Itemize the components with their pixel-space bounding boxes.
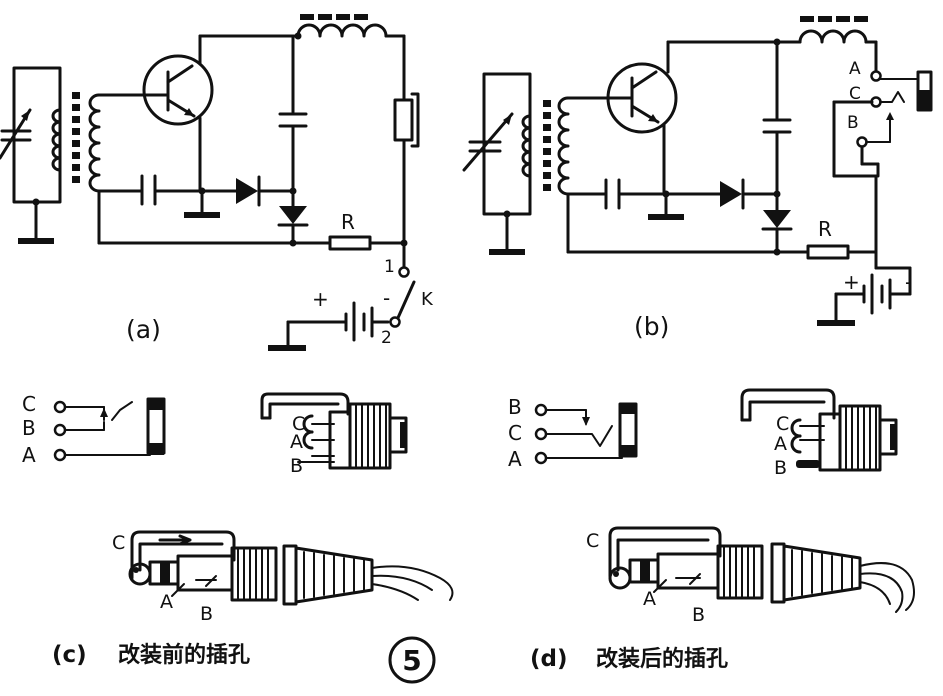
label-a: (a) bbox=[126, 315, 161, 344]
label-c-jack1: C bbox=[22, 392, 36, 416]
secondary-coil-b bbox=[557, 96, 570, 196]
ground-symbol-a1 bbox=[18, 238, 54, 244]
label-b: (b) bbox=[634, 312, 669, 341]
label-a-term-b: A bbox=[849, 59, 861, 79]
label-c-term-b: C bbox=[849, 84, 861, 104]
label-b-draw1: B bbox=[290, 455, 303, 477]
caption-d-tag: (d) bbox=[530, 646, 568, 672]
transistor-b bbox=[606, 62, 678, 134]
secondary-coil-a bbox=[88, 93, 101, 193]
ground-symbol-b1 bbox=[489, 249, 525, 255]
switch-k bbox=[395, 280, 416, 322]
label-a-draw1: A bbox=[290, 431, 303, 453]
figure-number-circle bbox=[388, 636, 436, 684]
ground-symbol-a3 bbox=[268, 345, 306, 351]
label-a-plug2: A bbox=[643, 588, 656, 610]
label-k: K bbox=[421, 289, 434, 310]
jack-drawing-after bbox=[740, 388, 898, 472]
circuit-b bbox=[462, 16, 933, 326]
plug-threads-after bbox=[716, 544, 764, 600]
label-2: 2 bbox=[381, 328, 392, 348]
plug-assembly-after bbox=[608, 526, 915, 613]
label-a-plug1: A bbox=[160, 591, 173, 613]
diode-b1 bbox=[720, 181, 742, 207]
jack-threads-before bbox=[348, 402, 392, 470]
tank-loop-a bbox=[12, 66, 62, 204]
caption-d-text: 改装后的插孔 bbox=[596, 646, 728, 672]
ground-symbol-a2 bbox=[184, 212, 220, 218]
label-c-plug1: C bbox=[112, 532, 125, 554]
diode-a2 bbox=[279, 206, 307, 224]
variable-arrow-b bbox=[462, 112, 514, 172]
cable-after bbox=[859, 562, 915, 611]
label-c-jack2: C bbox=[508, 421, 522, 445]
ground-symbol-b2 bbox=[648, 214, 684, 220]
label-b-draw2: B bbox=[774, 457, 787, 479]
load-coil-b bbox=[798, 29, 868, 44]
jack-drawing-before bbox=[260, 392, 408, 470]
cable-before bbox=[371, 565, 454, 601]
label-a-draw2: A bbox=[774, 433, 787, 455]
label-r-b: R bbox=[818, 217, 832, 241]
plug-assembly-before bbox=[128, 530, 454, 606]
plug-handle-before bbox=[294, 546, 374, 604]
lc-tank-a bbox=[0, 66, 80, 244]
label-c-plug2: C bbox=[586, 530, 599, 552]
figure-number: 5 bbox=[402, 644, 421, 677]
label-b-term-b: B bbox=[847, 113, 859, 133]
resistor-b bbox=[806, 244, 850, 260]
label-c-draw2: C bbox=[776, 413, 789, 435]
label-b-jack1: B bbox=[22, 416, 36, 440]
circuit-a bbox=[0, 14, 420, 351]
earphone-a bbox=[393, 98, 414, 142]
transistor-a bbox=[142, 54, 214, 126]
diode-b2 bbox=[763, 210, 791, 228]
caption-c-text: 改装前的插孔 bbox=[118, 642, 250, 668]
label-1: 1 bbox=[384, 257, 395, 277]
ground-symbol-b3 bbox=[817, 320, 855, 326]
load-coil-a bbox=[296, 23, 388, 38]
label-plus-a: + bbox=[312, 287, 329, 311]
label-c-draw1: C bbox=[292, 413, 305, 435]
label-a-jack1: A bbox=[22, 443, 36, 467]
ferrite-core-b bbox=[543, 100, 551, 191]
label-minus-a: - bbox=[383, 286, 390, 310]
diode-a1 bbox=[236, 178, 258, 204]
label-b-jack2: B bbox=[508, 395, 522, 419]
label-b-plug2: B bbox=[692, 604, 705, 626]
jack-threads-after bbox=[838, 404, 882, 472]
terminal-a-b bbox=[870, 70, 882, 82]
resistor-a bbox=[328, 235, 372, 251]
jack-schematic-before bbox=[53, 397, 166, 462]
label-minus-b: - bbox=[905, 270, 912, 294]
label-r-a: R bbox=[341, 210, 355, 234]
plug-tip-after bbox=[608, 566, 632, 590]
label-b-plug1: B bbox=[200, 603, 213, 625]
caption-c-tag: (c) bbox=[52, 642, 87, 668]
plug-threads-before bbox=[230, 546, 278, 602]
label-plus-b: + bbox=[843, 270, 860, 294]
ferrite-core-a bbox=[72, 92, 80, 183]
jack-schematic-after bbox=[534, 402, 638, 465]
lc-tank-b bbox=[462, 72, 551, 255]
plug-handle-after bbox=[782, 544, 862, 602]
label-a-jack2: A bbox=[508, 447, 522, 471]
